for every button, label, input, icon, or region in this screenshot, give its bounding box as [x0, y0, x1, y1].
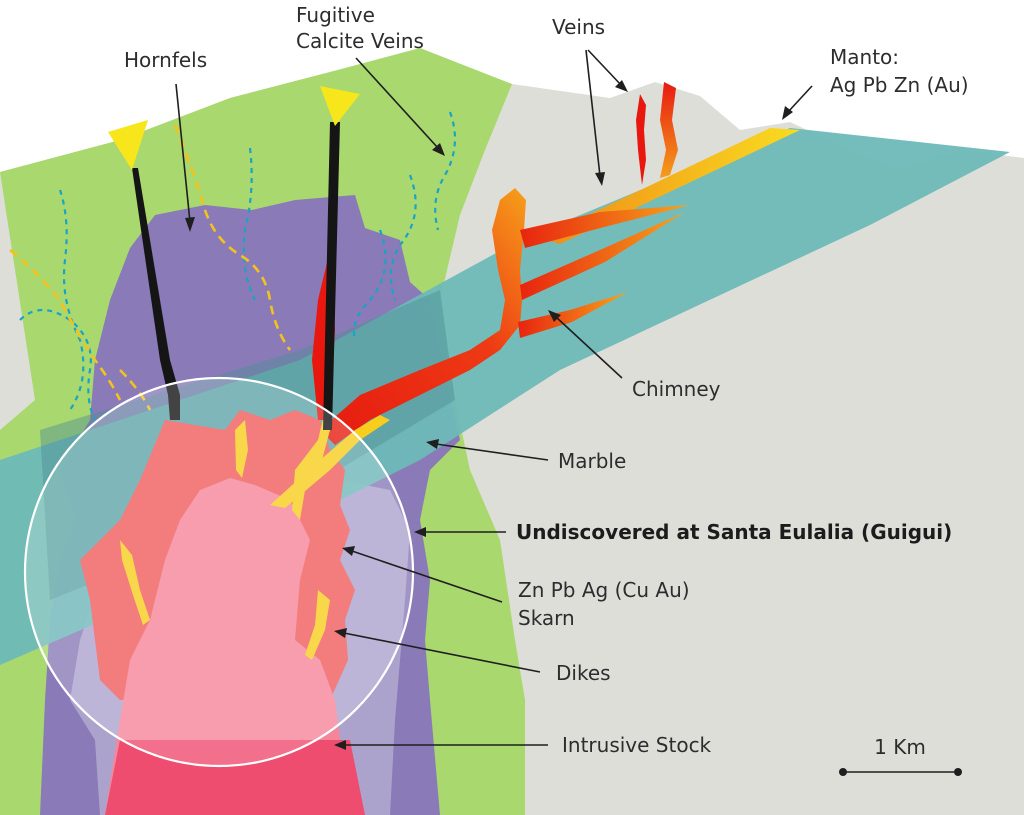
undiscovered-label: Undiscovered at Santa Eulalia (Guigui)	[516, 520, 952, 544]
veins-label: Veins	[552, 15, 605, 39]
manto-label-line1: Manto:	[830, 45, 899, 69]
intrusive-stock-label: Intrusive Stock	[562, 733, 712, 757]
intrusive-stock	[105, 478, 350, 815]
skarn-label-line1: Zn Pb Ag (Cu Au)	[518, 578, 690, 602]
chimney-orebody	[320, 188, 690, 445]
highlight-circle	[23, 376, 415, 768]
vein-red	[636, 94, 646, 185]
chimney-arrow	[555, 316, 623, 379]
skarn-arrow	[351, 550, 503, 603]
skarn-label-line2: Skarn	[518, 606, 575, 630]
hornfels-label: Hornfels	[124, 48, 207, 72]
feeder-pipe-left	[108, 120, 180, 420]
fugitive-arrow	[355, 57, 439, 149]
veins-arrow-2	[585, 49, 601, 177]
fugitive-calcite-label-line2: Calcite Veins	[296, 29, 424, 53]
feeder-pipe-right	[312, 86, 360, 430]
dikes-label: Dikes	[556, 661, 611, 685]
fugitive-calcite-veins	[19, 111, 457, 421]
hornfels-dashes	[9, 124, 292, 411]
chimney-label: Chimney	[632, 377, 721, 401]
dikes-arrow	[343, 632, 541, 673]
marble-label: Marble	[558, 449, 626, 473]
veins-arrow-1	[587, 49, 623, 87]
leader-arrows	[175, 49, 813, 750]
manto-arrow	[787, 85, 813, 113]
scale-bar: 1 Km	[839, 735, 962, 776]
hornfels-arrow	[175, 83, 191, 223]
vein-orange	[660, 82, 678, 178]
manto-label-line2: Ag Pb Zn (Au)	[830, 73, 969, 97]
marble-arrow	[435, 443, 549, 461]
fugitive-calcite-label-line1: Fugitive	[296, 3, 375, 27]
scale-label: 1 Km	[874, 735, 926, 759]
